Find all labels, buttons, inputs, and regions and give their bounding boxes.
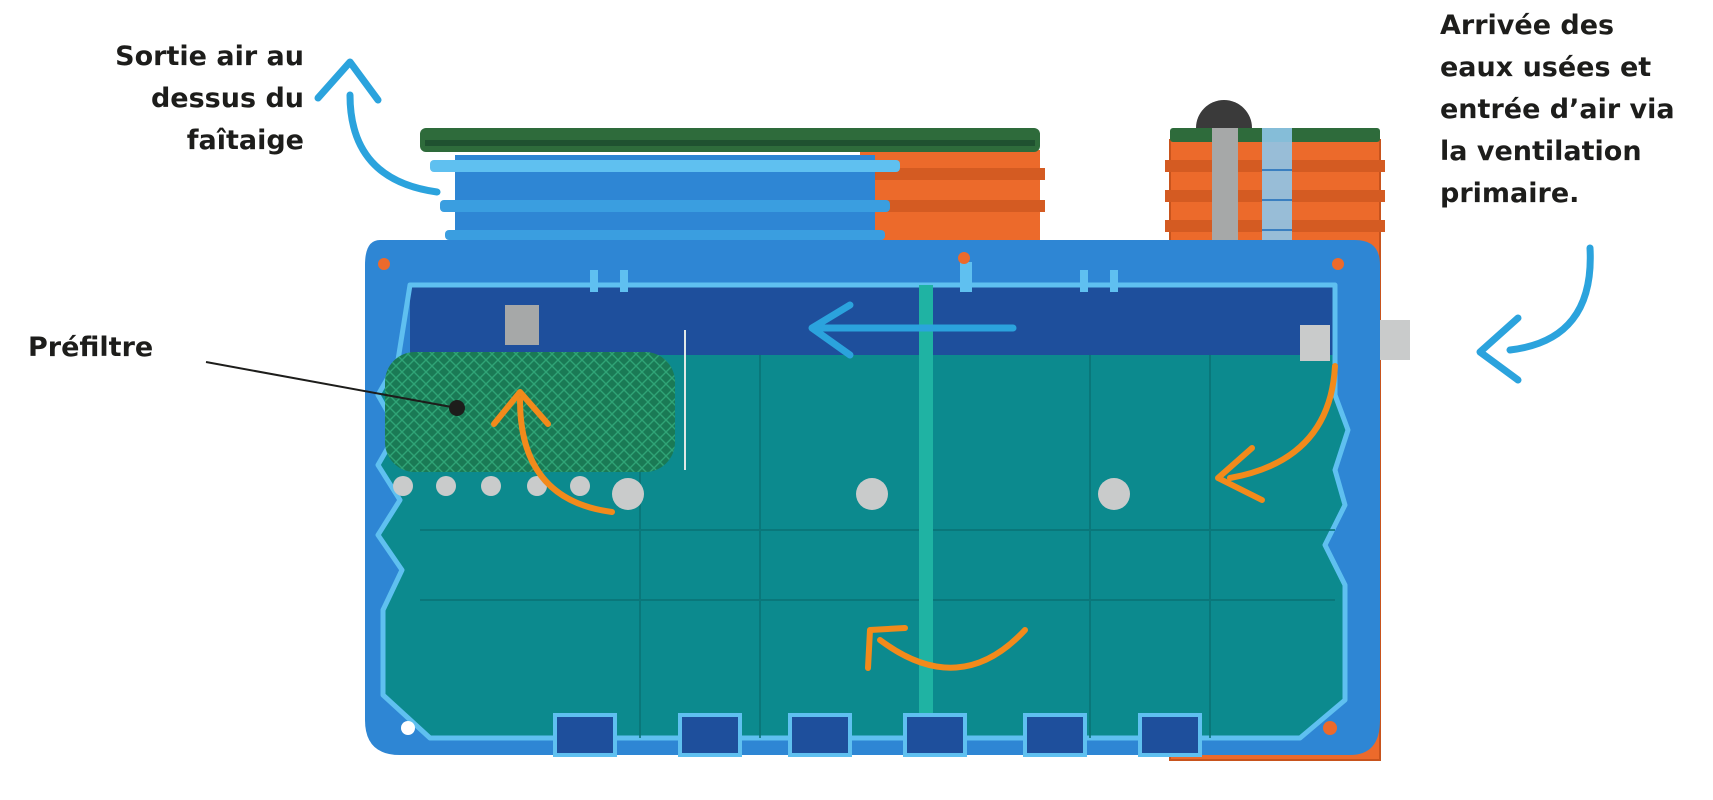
air-space <box>410 285 1335 355</box>
air-outlet-label: Sortie air au dessus du faîtaige <box>115 41 304 156</box>
air-outlet-arrowhead-icon <box>314 58 382 104</box>
inlet-pipe <box>1300 325 1330 361</box>
water-flow-arrowhead-icon <box>491 389 551 427</box>
water-flow-arrow-icon <box>517 397 615 515</box>
inlet-label: Arrivée des eaux usées et entrée d’air v… <box>1440 10 1675 209</box>
prefilter-media <box>385 330 686 472</box>
inlet-arrow-icon <box>1506 244 1594 354</box>
water-flow-arrowhead-icon <box>865 625 908 671</box>
air-outlet-arrow-icon <box>346 91 441 196</box>
aeration-balls <box>393 476 1130 510</box>
center-pipe <box>919 285 933 735</box>
prefilter-label: Préfiltre <box>28 332 154 363</box>
water-flow-arrow-icon <box>877 627 1028 671</box>
water-flow-arrow-icon <box>1227 363 1338 481</box>
water-flow-arrowhead-icon <box>1215 445 1265 503</box>
prefilter-pointer <box>205 361 465 416</box>
inlet-arrowhead-icon <box>1476 314 1522 384</box>
access-lid <box>420 128 1040 152</box>
vent-cap <box>1196 100 1252 128</box>
outlet-pipe <box>505 305 539 345</box>
air-flow-arrowhead-icon <box>808 301 854 359</box>
